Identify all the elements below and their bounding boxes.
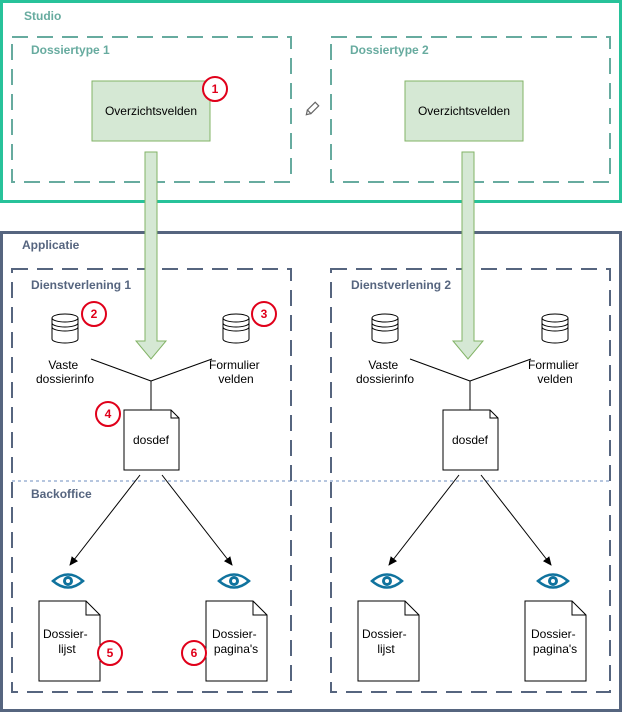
dossierlijst-document [357, 600, 420, 682]
eye-icon [51, 573, 85, 589]
label-line: velden [537, 372, 572, 386]
badge-number: 2 [91, 307, 98, 321]
label-line: pagina's [533, 642, 577, 656]
label-line: lijst [58, 642, 76, 656]
label-line: dossierinfo [356, 372, 414, 386]
database-icon [541, 313, 569, 344]
badge-number: 3 [261, 307, 268, 321]
dossiertype-1-title: Dossiertype 1 [31, 43, 110, 57]
badge-number: 1 [212, 82, 219, 96]
label-line: Dossier- [362, 627, 407, 641]
badge-number: 5 [107, 646, 114, 660]
dossierpaginas-label: Dossier- pagina's [212, 627, 260, 656]
pencil-icon [305, 101, 320, 116]
applicatie-title: Applicatie [22, 238, 80, 252]
label-line: Formulier [528, 358, 579, 372]
studio-title: Studio [24, 9, 61, 23]
dosdef-label: dosdef [133, 433, 170, 447]
eye-icon [370, 573, 404, 589]
dossierpaginas-document [205, 600, 268, 682]
database-icon [51, 313, 79, 344]
dossierlijst-label: Dossier- lijst [362, 627, 410, 656]
applicatie-container [0, 231, 622, 712]
badge-1: 1 [202, 76, 228, 102]
badge-2: 2 [81, 301, 107, 327]
label-line: Vaste [48, 358, 78, 372]
badge-6: 6 [181, 640, 207, 666]
badge-5: 5 [97, 640, 123, 666]
badge-3: 3 [251, 301, 277, 327]
flow-arrow-1 [134, 151, 168, 360]
vaste-dossierinfo-label: Vaste dossierinfo [356, 358, 414, 386]
overzichtsvelden-label-1: Overzichtsvelden [105, 104, 197, 118]
label-line: pagina's [214, 642, 258, 656]
dossierlijst-document [38, 600, 101, 682]
label-line: Dossier- [43, 627, 88, 641]
label-line: lijst [377, 642, 395, 656]
dosdef-document [442, 409, 499, 471]
dosdef-label: dosdef [452, 433, 489, 447]
formulier-velden-label: Formulier velden [209, 358, 263, 386]
backoffice-title: Backoffice [31, 487, 92, 501]
badge-number: 4 [105, 407, 112, 421]
dossiertype-2-title: Dossiertype 2 [350, 43, 429, 57]
label-line: Vaste [368, 358, 398, 372]
dienst1-flow: Vaste dossierinfo Formulier velden dosde… [36, 313, 268, 682]
database-icon [371, 313, 399, 344]
formulier-velden-label: Formulier velden [528, 358, 582, 386]
dossierpaginas-document [524, 600, 587, 682]
label-line: Dossier- [531, 627, 576, 641]
flow-arrow-2 [451, 151, 485, 360]
eye-icon [217, 573, 251, 589]
vaste-dossierinfo-label: Vaste dossierinfo [36, 358, 94, 386]
label-line: velden [218, 372, 253, 386]
database-icon [222, 313, 250, 344]
dienstverlening-1-title: Dienstverlening 1 [31, 278, 131, 292]
dienstverlening-2-title: Dienstverlening 2 [351, 278, 451, 292]
dossiertype-2-group: Dossiertype 2 Overzichtsvelden [330, 36, 611, 183]
overzichtsvelden-label-2: Overzichtsvelden [418, 104, 510, 118]
dosdef-document [123, 409, 180, 471]
eye-icon [536, 573, 570, 589]
label-line: Formulier [209, 358, 260, 372]
overzichtsvelden-box-2 [404, 80, 524, 142]
dossierlijst-label: Dossier- lijst [43, 627, 91, 656]
label-line: dossierinfo [36, 372, 94, 386]
overzichtsvelden-box-1 [91, 80, 211, 142]
badge-4: 4 [95, 401, 121, 427]
badge-number: 6 [191, 646, 198, 660]
dienst2-flow: Vaste dossierinfo Formulier velden dosde… [356, 313, 587, 682]
dossierpaginas-label: Dossier- pagina's [531, 627, 579, 656]
label-line: Dossier- [212, 627, 257, 641]
